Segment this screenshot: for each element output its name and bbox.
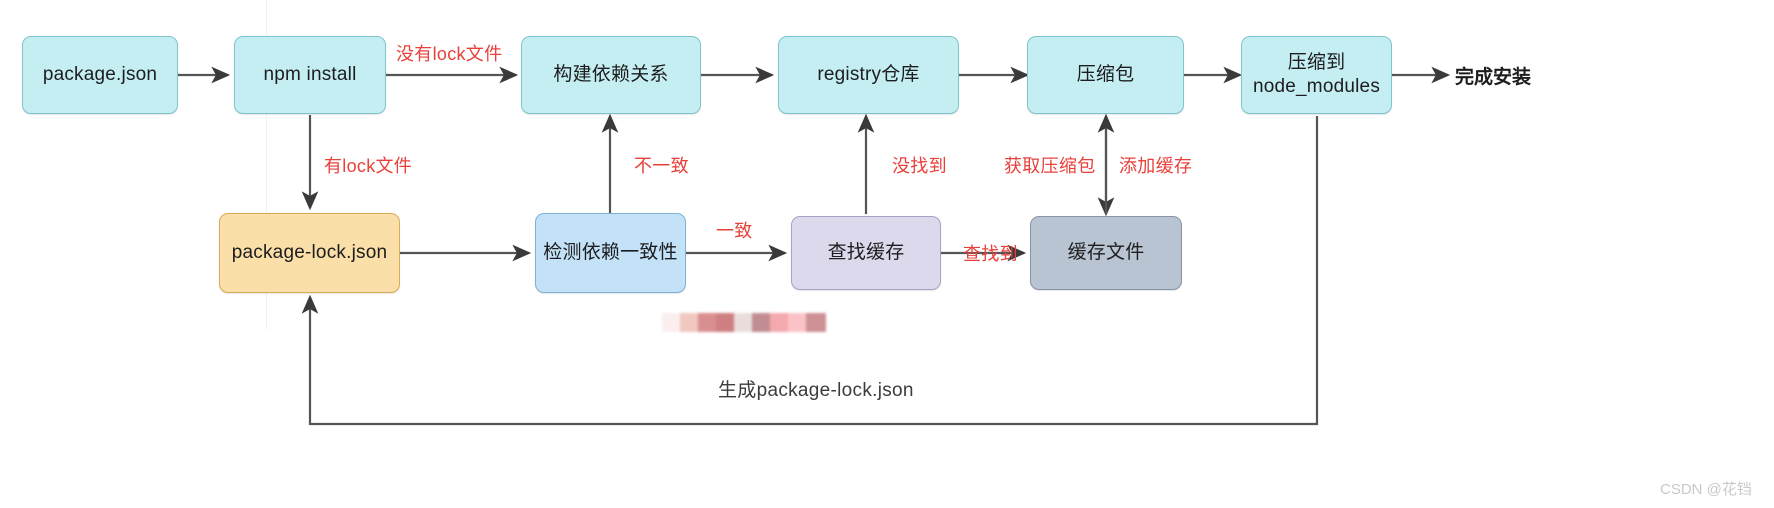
node-cache-file-label: 缓存文件 — [1067, 242, 1145, 264]
node-package-json-label: package.json — [42, 64, 158, 86]
node-find-cache[interactable]: 查找缓存 — [791, 216, 941, 290]
node-registry[interactable]: registry仓库 — [778, 36, 959, 114]
edge-label-not-found: 没找到 — [892, 156, 947, 176]
node-tarball[interactable]: 压缩包 — [1027, 36, 1184, 114]
edge-label-consistent: 一致 — [716, 221, 753, 241]
node-extract-node-modules[interactable]: 压缩到 node_modules — [1241, 36, 1392, 114]
edge-label-inconsistent: 不一致 — [634, 156, 689, 176]
terminal-text-complete: 完成安装 — [1455, 67, 1532, 88]
edge-label-generate-package-lock: 生成package-lock.json — [718, 380, 914, 401]
redacted-mosaic-block — [662, 313, 826, 332]
edge-label-found: 查找到 — [963, 244, 1018, 264]
background-guide-line — [266, 0, 267, 330]
node-npm-install-label: npm install — [263, 64, 357, 86]
edge-label-has-lock-file: 有lock文件 — [324, 156, 413, 176]
node-npm-install[interactable]: npm install — [234, 36, 386, 114]
node-check-consistency-label: 检测依赖一致性 — [543, 242, 678, 264]
node-check-consistency[interactable]: 检测依赖一致性 — [535, 213, 686, 293]
edge-label-no-lock-file: 没有lock文件 — [396, 44, 503, 64]
node-tarball-label: 压缩包 — [1076, 64, 1135, 86]
edge-label-fetch-tarball: 获取压缩包 — [1004, 156, 1096, 176]
node-registry-label: registry仓库 — [817, 64, 920, 86]
node-package-lock-json-label: package-lock.json — [231, 242, 388, 264]
node-package-json[interactable]: package.json — [22, 36, 178, 114]
node-package-lock-json[interactable]: package-lock.json — [219, 213, 400, 293]
node-find-cache-label: 查找缓存 — [827, 242, 905, 264]
watermark: CSDN @花铛 — [1660, 481, 1752, 498]
node-build-deps[interactable]: 构建依赖关系 — [521, 36, 701, 114]
edge-label-add-cache: 添加缓存 — [1119, 156, 1193, 176]
node-extract-node-modules-label2: node_modules — [1252, 76, 1381, 97]
node-build-deps-label: 构建依赖关系 — [553, 64, 669, 86]
node-extract-node-modules-label: 压缩到 — [1287, 52, 1346, 74]
node-cache-file[interactable]: 缓存文件 — [1030, 216, 1182, 290]
